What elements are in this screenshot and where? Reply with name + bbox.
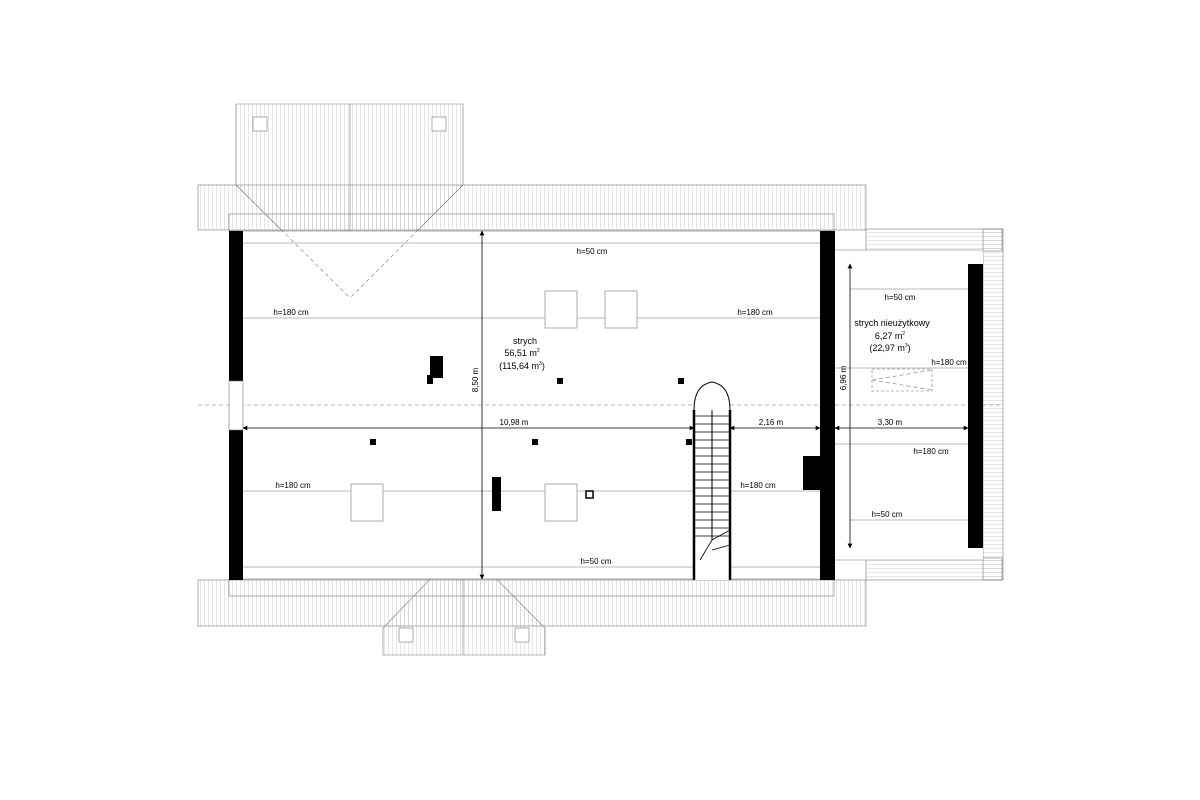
chimney-vent-icon — [398, 627, 414, 643]
chimney-vent-icon — [431, 116, 447, 132]
roof-right-eave — [865, 228, 1004, 581]
room-volume-main: (115,64 m3) — [499, 361, 545, 371]
post — [557, 378, 563, 384]
room-name-main: strych — [513, 336, 537, 346]
chimney-block — [430, 356, 443, 378]
post — [686, 439, 692, 445]
chimney-vent-icon — [514, 627, 530, 643]
walls — [228, 231, 983, 580]
height-label-h180-right-bottom: h=180 cm — [740, 481, 776, 490]
height-label-h180-side-top: h=180 cm — [931, 358, 967, 367]
chimney-vent-icon — [252, 116, 268, 132]
vent-icon — [585, 490, 594, 499]
top-dormer — [235, 103, 464, 299]
dimension-label-side-width: 3,30 m — [878, 418, 903, 427]
eave-inner-bottom — [228, 578, 835, 597]
roof-windows — [350, 290, 638, 522]
post — [532, 439, 538, 445]
dimension-lines — [242, 230, 969, 580]
gable-window — [228, 380, 244, 431]
room-area-main: 56,51 m2 — [504, 348, 540, 358]
post — [678, 378, 684, 384]
height-label-h180-left-bottom: h=180 cm — [275, 481, 311, 490]
post — [370, 439, 376, 445]
attic-hatch — [871, 368, 933, 392]
eave-inner-top — [228, 213, 835, 232]
dimension-label-stair-width: 2,16 m — [759, 418, 784, 427]
post — [492, 477, 501, 511]
height-label-h50-top: h=50 cm — [577, 247, 608, 256]
height-label-h180-left-top: h=180 cm — [273, 308, 309, 317]
staircase — [692, 381, 732, 580]
room-volume-side: (22,97 m3) — [869, 343, 910, 353]
dimension-label-main-depth: 8,50 m — [471, 367, 480, 392]
height-label-h50-side-bottom: h=50 cm — [872, 510, 903, 519]
height-label-h180-right-top: h=180 cm — [737, 308, 773, 317]
dimension-label-side-depth: 6,96 m — [839, 365, 848, 390]
height-label-h50-side-top: h=50 cm — [885, 293, 916, 302]
room-name-side: strych nieużytkowy — [854, 318, 930, 328]
height-label-h180-side-bottom: h=180 cm — [913, 447, 949, 456]
height-label-h50-bottom: h=50 cm — [581, 557, 612, 566]
chimney — [803, 456, 821, 490]
room-area-side: 6,27 m2 — [875, 331, 906, 341]
dimension-label-main-width: 10,98 m — [500, 418, 529, 427]
